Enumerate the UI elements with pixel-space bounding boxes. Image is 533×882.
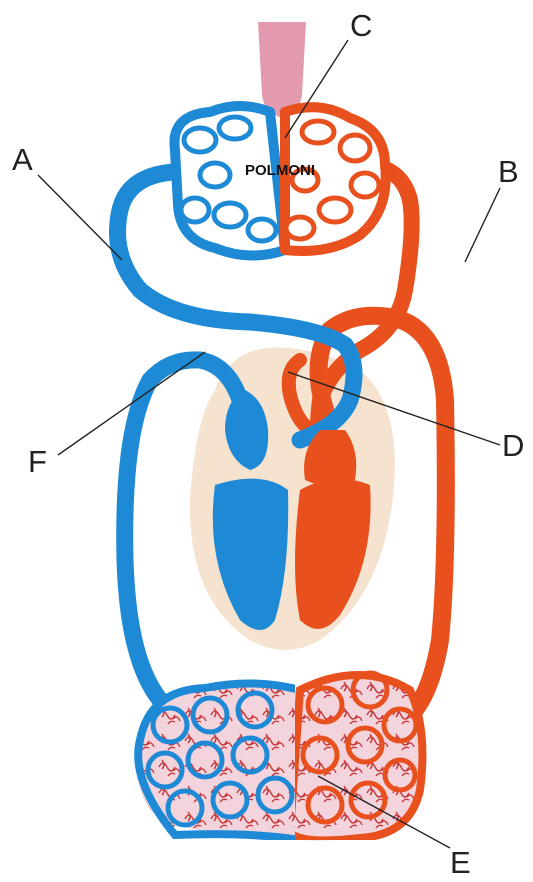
lungs-label: POLMONI <box>245 162 315 179</box>
label-a: A <box>12 142 33 177</box>
body-capillaries <box>137 673 423 840</box>
leader-line-b <box>465 188 500 262</box>
left-ventricle <box>295 479 371 629</box>
label-e: E <box>450 845 471 880</box>
label-c: C <box>350 8 372 43</box>
leader-line-a <box>38 175 122 260</box>
lungs: POLMONI <box>174 106 385 256</box>
label-f: F <box>28 444 47 479</box>
label-d: D <box>502 428 524 463</box>
label-b: B <box>498 154 519 189</box>
